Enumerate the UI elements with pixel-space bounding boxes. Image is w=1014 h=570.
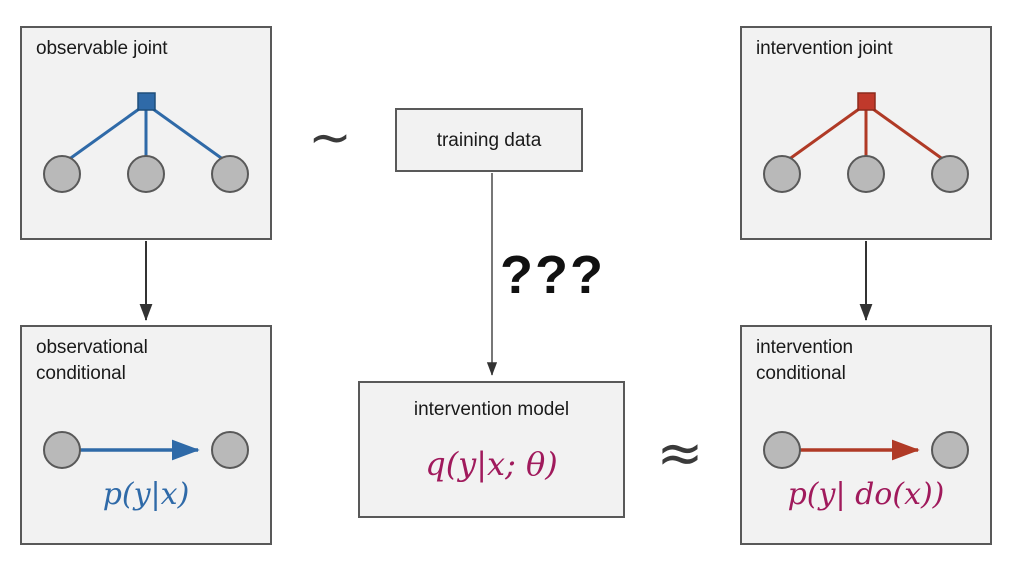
unknown-marker: ??? (500, 245, 605, 305)
panel-intervention-conditional: intervention conditional p(y| do(x)) (740, 325, 992, 545)
panel-intervention-conditional-title: intervention conditional (756, 337, 854, 384)
panel-observable-joint: observable joint (20, 26, 272, 240)
box-intervention-model-label: intervention model (413, 399, 570, 420)
panel-observational-conditional-title: observational conditional (36, 337, 148, 384)
box-intervention-model: intervention model q(y|x; θ) (358, 381, 625, 518)
panel-observational-conditional: observational conditional p(y|x) (20, 325, 272, 545)
tilde-symbol: ∼ (308, 108, 352, 168)
panel-intervention-joint: intervention joint (740, 26, 992, 240)
panel-intervention-joint-title: intervention joint (756, 38, 893, 59)
panel-observable-joint-title: observable joint (36, 38, 168, 59)
formula-intervention-model: q(y|x; θ) (425, 445, 558, 483)
formula-observational-conditional: p(y|x) (102, 477, 190, 512)
box-training-data-label: training data (436, 130, 542, 151)
box-training-data: training data (395, 108, 583, 172)
approx-symbol: ≈ (656, 421, 704, 486)
formula-intervention-conditional: p(y| do(x)) (787, 477, 945, 512)
